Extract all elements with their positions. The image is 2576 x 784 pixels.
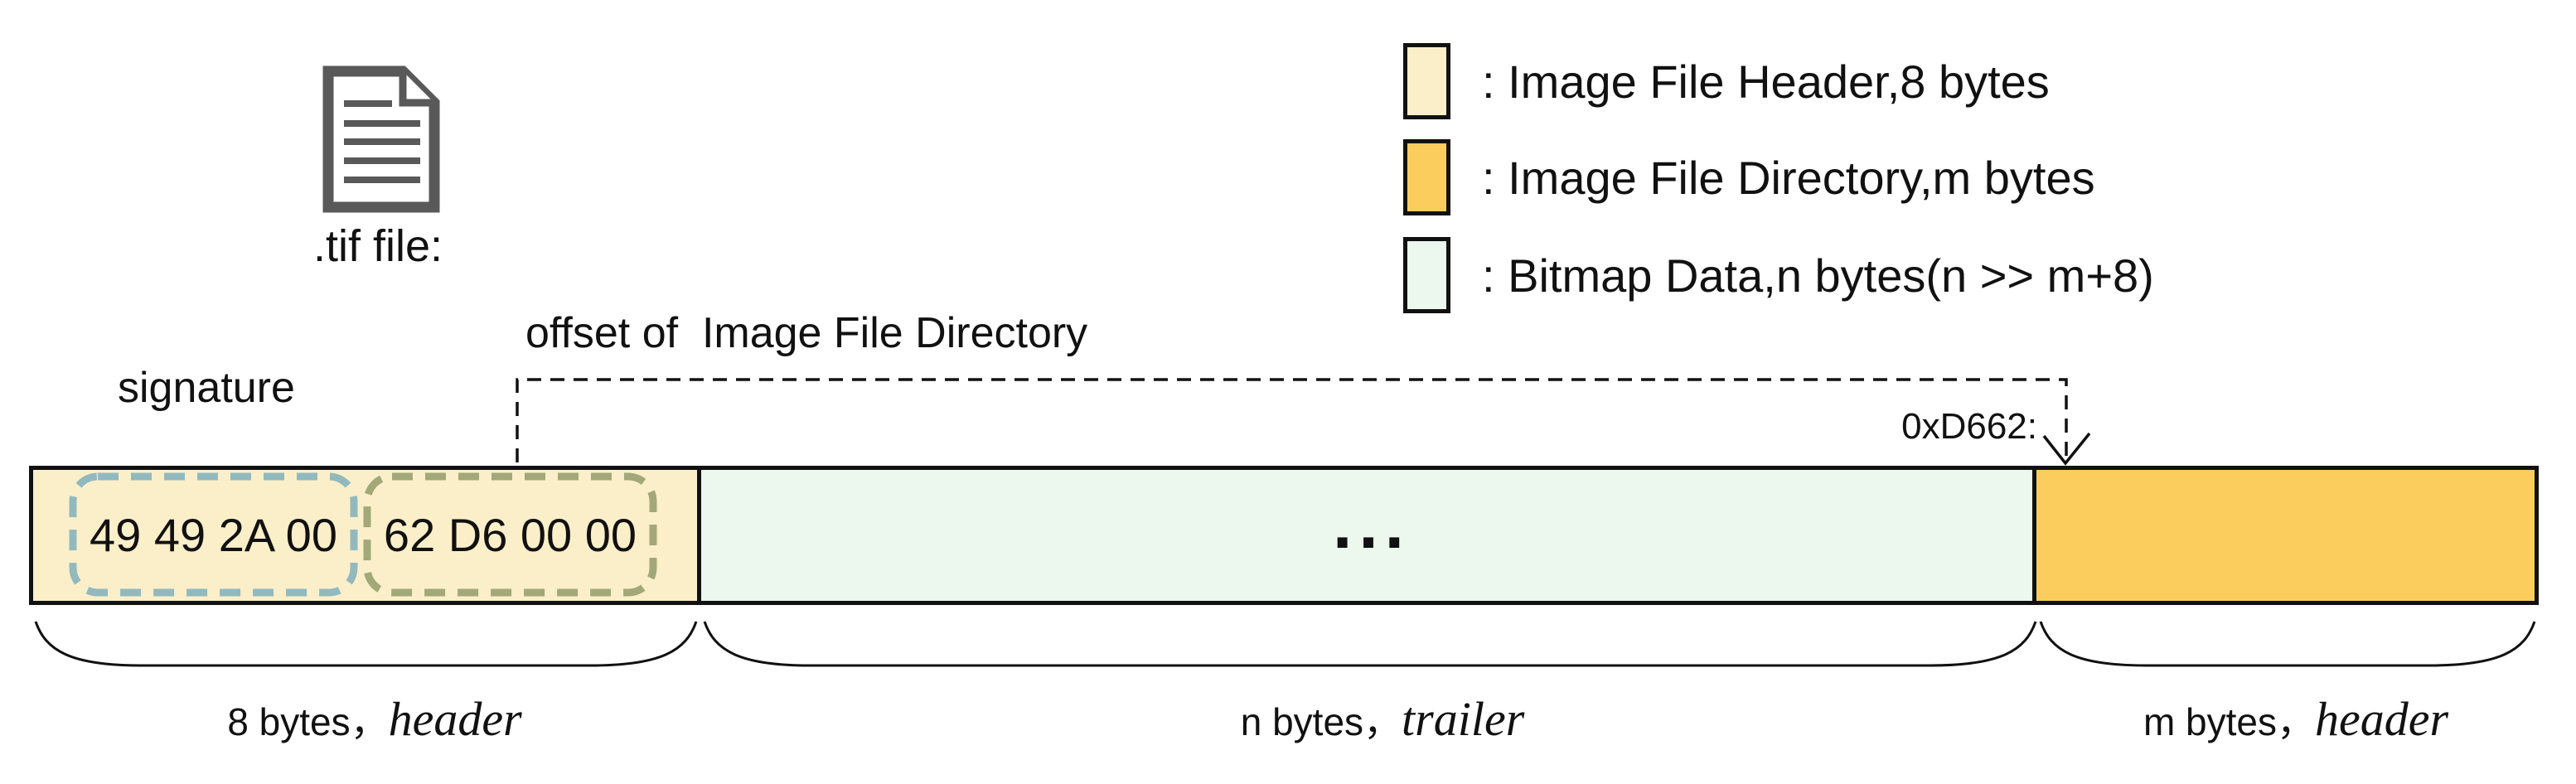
document-icon [322,65,440,213]
offset-of-ifd-label: offset of Image File Directory [525,309,1088,357]
segment-name: header [2314,692,2449,746]
legend-label: : Image File Header,8 bytes [1482,55,2050,108]
legend-swatch-mint [1403,237,1450,313]
header-brace [34,621,698,667]
legend-item-image-file-header: : Image File Header,8 bytes [1403,43,2050,119]
legend-item-bitmap-data: : Bitmap Data,n bytes(n >> m+8) [1403,237,2154,313]
offset-leader-dashed-line [516,378,2068,462]
bitmap-data-ellipsis: ... [1332,484,1411,563]
legend-label: : Image File Directory,m bytes [1482,151,2095,204]
document-fold-corner [399,71,434,107]
tif-file-caption: .tif file: [312,221,443,271]
signature-label: signature [118,364,295,412]
legend-label: : Bitmap Data,n bytes(n >> m+8) [1482,249,2154,302]
byte-count: 8 bytes， [227,700,389,743]
trailer-brace-label: n bytes， trailer [1241,691,1525,747]
document-text-lines [344,100,420,183]
ifd-brace [2039,621,2536,667]
trailer-brace [703,621,2037,667]
legend-swatch-cream [1403,43,1450,119]
segment-name: trailer [1402,692,1525,746]
section-image-file-directory [2036,470,2535,601]
ifd-address-label: 0xD662: [1901,406,2037,447]
segment-name: header [388,692,522,746]
offset-hex-bytes: 62 D6 00 00 [383,508,637,561]
section-bitmap-data [701,470,2036,601]
header-brace-label: 8 bytes， header [227,691,521,747]
byte-count: n bytes， [1240,700,1402,743]
legend-swatch-gold [1403,139,1450,215]
signature-hex-bytes: 49 49 2A 00 [90,508,337,561]
byte-count: m bytes， [2143,700,2315,743]
legend-item-image-file-directory: : Image File Directory,m bytes [1403,139,2095,215]
ifd-brace-label: m bytes， header [2143,691,2448,747]
arrowhead-down [2042,432,2091,466]
